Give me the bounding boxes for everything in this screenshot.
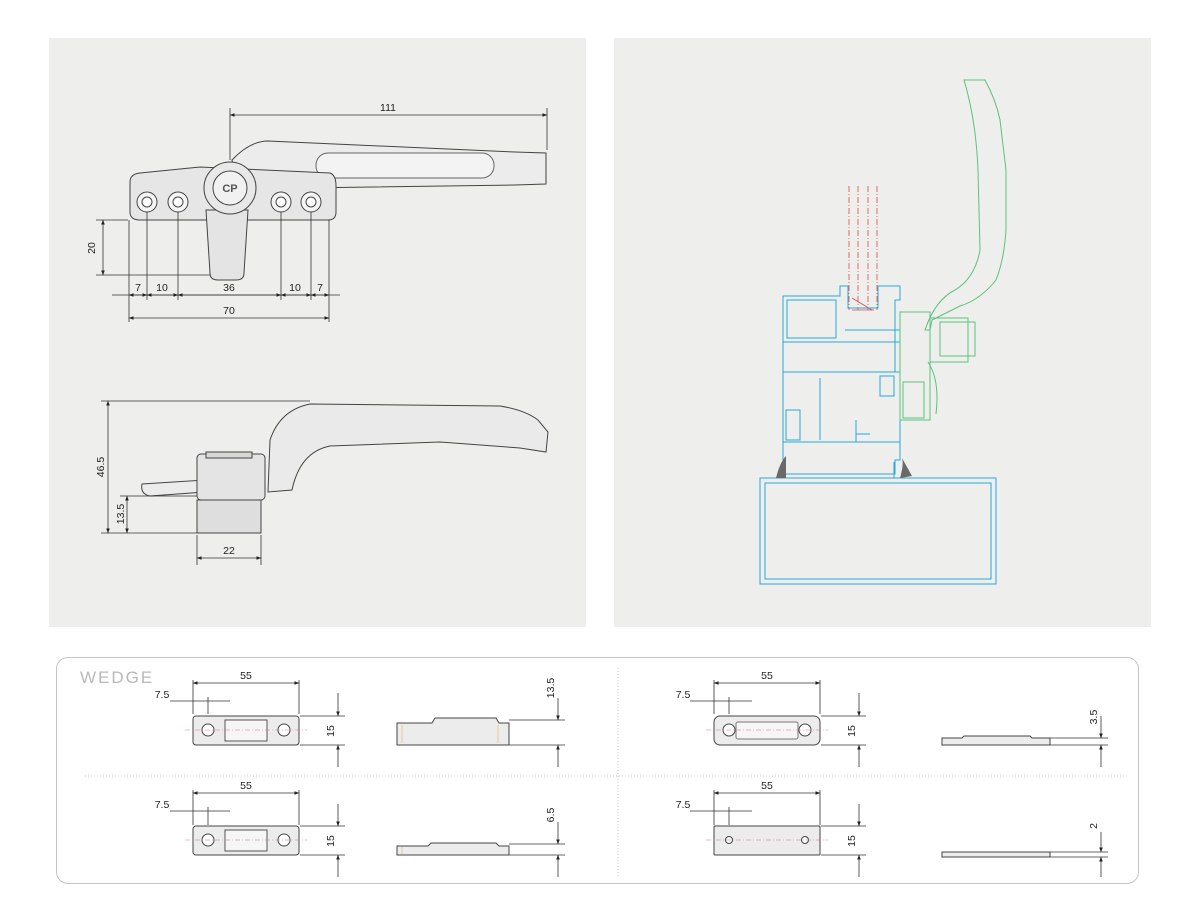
- wedge4-thickness: 2: [1088, 823, 1100, 829]
- wedge1-thickness: 13.5: [545, 678, 557, 699]
- dim-base-height: 20: [86, 242, 98, 254]
- wedge-variant-2: 55 7.5 15 3.5: [676, 670, 1108, 767]
- wedge-variant-3: 55 7.5 15 6.5: [155, 780, 565, 877]
- dim-hole-edge-left: 7: [135, 282, 141, 294]
- dim-hole-pitch-right: 10: [289, 282, 301, 294]
- wedge4-length: 55: [761, 780, 773, 792]
- wedge2-width: 15: [846, 725, 858, 737]
- wedge3-width: 15: [325, 835, 337, 847]
- handle-logo: CP: [222, 183, 237, 195]
- handle-top-view: [129, 140, 547, 281]
- wedge-title: WEDGE: [80, 668, 155, 687]
- dim-base-length: 70: [223, 305, 235, 317]
- glass-lines: [848, 186, 878, 311]
- handle-section: [899, 79, 1007, 421]
- wedge-variant-4: 55 7.5 15 2: [676, 780, 1108, 877]
- section-view-panel: [614, 38, 1151, 627]
- side-lever: [267, 403, 549, 493]
- side-base: [196, 499, 262, 534]
- handle-tang: [205, 209, 249, 281]
- handle-drawing-panel: [49, 38, 586, 627]
- dim-hole-edge-right: 7: [317, 282, 323, 294]
- wedge1-length: 55: [240, 670, 252, 682]
- wedge4-offset: 7.5: [676, 799, 691, 811]
- wedge-variant-1: 55 7.5 15 13.5: [155, 670, 565, 767]
- wedge1-width: 15: [325, 725, 337, 737]
- side-hub: [196, 453, 266, 501]
- dim-side-base-width: 22: [223, 545, 235, 557]
- wedge2-thickness: 3.5: [1088, 710, 1100, 725]
- wedge3-thickness: 6.5: [545, 808, 557, 823]
- dim-hole-pitch-left: 10: [156, 282, 168, 294]
- wedge1-offset: 7.5: [155, 689, 170, 701]
- wedge4-width: 15: [846, 835, 858, 847]
- wedge2-length: 55: [761, 670, 773, 682]
- dim-total-height: 46.5: [95, 457, 107, 478]
- sash-profile: [759, 477, 997, 585]
- handle-side-view: [141, 403, 549, 534]
- frame-profile: [759, 285, 997, 585]
- wedge3-length: 55: [240, 780, 252, 792]
- wedge2-offset: 7.5: [676, 689, 691, 701]
- dim-center-span: 36: [223, 282, 235, 294]
- dim-side-base-height: 13.5: [115, 504, 127, 525]
- dim-overall-length: 111: [380, 102, 396, 114]
- wedge3-offset: 7.5: [155, 799, 170, 811]
